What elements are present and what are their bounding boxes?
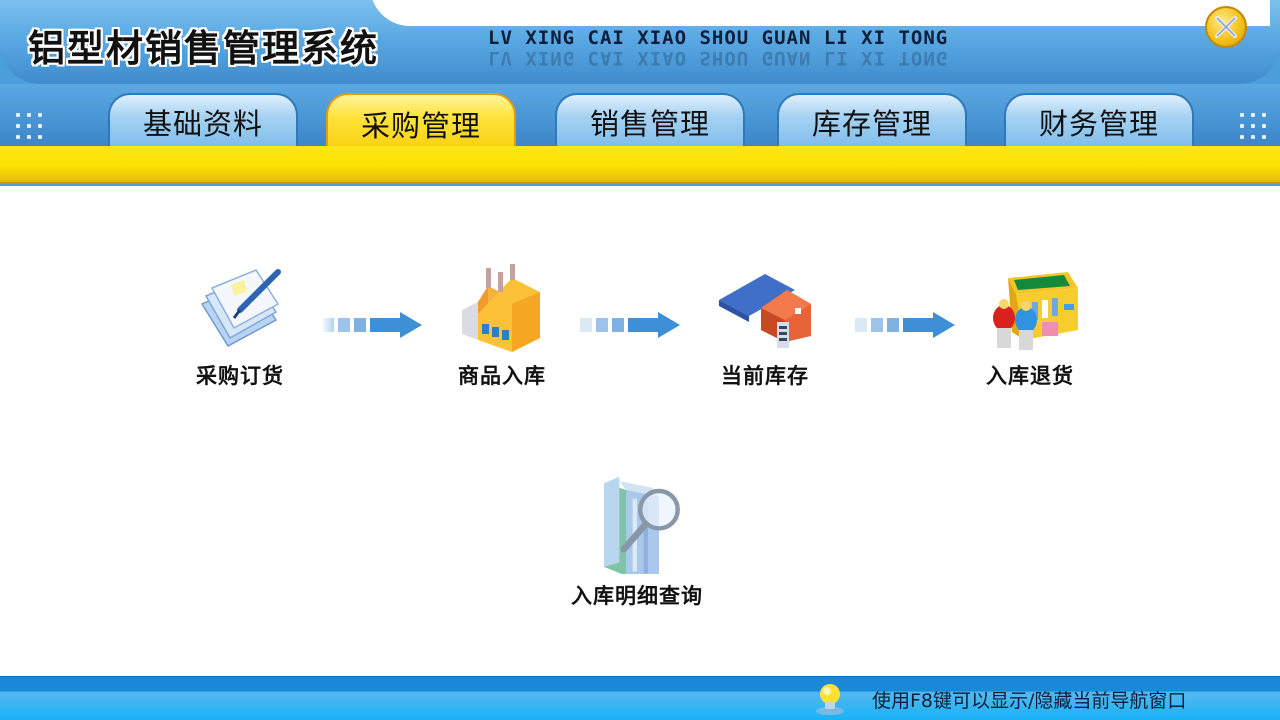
close-button[interactable] — [1205, 6, 1247, 48]
header: 铝型材销售管理系统 LV XING CAI XIAO SHOU GUAN LI … — [0, 0, 1280, 186]
purchase-order-label: 采购订货 — [196, 364, 284, 388]
workflow-panel: 采购订货 — [0, 186, 1280, 676]
tab-inventory-management[interactable]: 库存管理 — [777, 93, 967, 148]
tab-label: 销售管理 — [589, 106, 710, 141]
header-decoration — [370, 0, 1270, 26]
arrow-right-icon — [322, 312, 422, 338]
app-subtitle-reflection: LV XING CAI XIAO SHOU GUAN LI XI TONG — [488, 47, 949, 69]
hint-text: 使用F8键可以显示/隐藏当前导航窗口 — [872, 689, 1187, 712]
current-inventory-button[interactable]: 当前库存 — [685, 264, 845, 390]
factory-stock-in-icon — [462, 264, 540, 352]
stock-in-detail-query-label: 入库明细查询 — [571, 584, 703, 608]
tab-label: 财务管理 — [1038, 106, 1159, 141]
app-subtitle: LV XING CAI XIAO SHOU GUAN LI XI TONG — [488, 27, 949, 49]
status-bar: 使用F8键可以显示/隐藏当前导航窗口 — [0, 676, 1280, 720]
stock-in-return-label: 入库退货 — [986, 364, 1074, 388]
grip-dots-icon — [16, 113, 48, 141]
warehouse-inventory-icon — [719, 274, 811, 348]
tab-label: 基础资料 — [142, 106, 263, 141]
stock-in-label: 商品入库 — [458, 364, 546, 388]
arrow-right-icon — [580, 312, 680, 338]
tab-basic-data[interactable]: 基础资料 — [108, 93, 298, 148]
folder-search-icon — [604, 476, 680, 574]
main-tabs: 基础资料 采购管理 销售管理 库存管理 财务管理 — [0, 93, 1280, 153]
tab-finance-management[interactable]: 财务管理 — [1004, 93, 1194, 148]
stock-in-detail-query-button[interactable]: 入库明细查询 — [547, 474, 727, 610]
shop-return-icon — [993, 272, 1078, 350]
purchase-order-icon — [200, 269, 281, 347]
purchase-order-button[interactable]: 采购订货 — [160, 264, 320, 390]
tab-label: 库存管理 — [811, 106, 932, 141]
stock-in-return-button[interactable]: 入库退货 — [950, 264, 1110, 390]
current-inventory-label: 当前库存 — [721, 364, 809, 388]
tab-sales-management[interactable]: 销售管理 — [555, 93, 745, 148]
lightbulb-icon — [816, 684, 844, 715]
arrow-right-icon — [855, 312, 955, 338]
grip-dots-icon — [1240, 113, 1272, 141]
tab-purchase-management[interactable]: 采购管理 — [326, 93, 516, 153]
active-tab-strip — [0, 146, 1280, 184]
tab-label: 采购管理 — [360, 109, 481, 143]
app-title: 铝型材销售管理系统 — [28, 27, 379, 70]
close-icon — [1215, 16, 1237, 38]
navigation-hint: 使用F8键可以显示/隐藏当前导航窗口 — [812, 681, 1186, 717]
stock-in-button[interactable]: 商品入库 — [422, 264, 582, 390]
